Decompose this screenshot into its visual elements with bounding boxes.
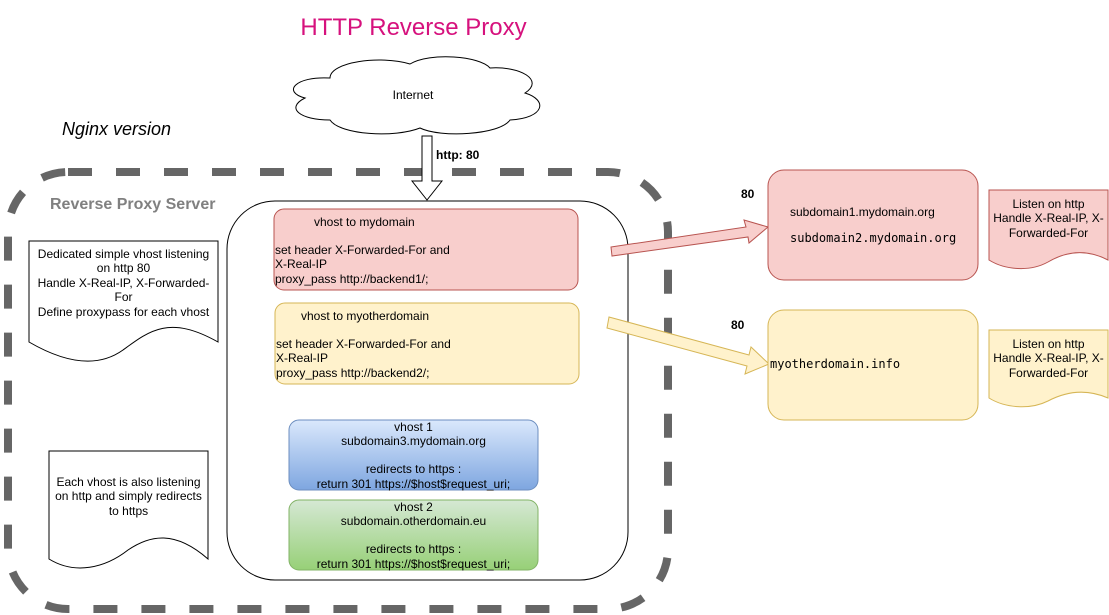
backend1-domain-1: subdomain1.mydomain.org <box>790 205 935 219</box>
server-label: Reverse Proxy Server <box>50 196 216 213</box>
vhost-mydomain-shape <box>273 208 579 291</box>
note-line: Forwarded-For <box>1008 365 1089 380</box>
vhost1-domain: subdomain3.mydomain.org <box>341 434 486 449</box>
http-arrow-down <box>410 135 444 201</box>
note-line: Handle X-Real-IP, X-Forwarded- <box>37 275 210 290</box>
config-line: X-Real-IP <box>275 257 328 272</box>
config-line: proxy_pass http://backend1/; <box>275 271 429 286</box>
vhost-myotherdomain-title: vhost to myotherdomain <box>301 309 430 323</box>
vhost-mydomain-body: set header X-Forwarded-For and X-Real-IP… <box>275 243 450 286</box>
arrow-to-backend2 <box>606 316 770 375</box>
vhost2-shape <box>288 499 539 571</box>
note-line: Define proxypass for each vhost <box>37 304 210 319</box>
vhost2-redirect-label: redirects to https : <box>365 542 462 557</box>
vhost2-text: vhost 2 subdomain.otherdomain.eu redirec… <box>289 500 538 571</box>
redirect-note: Each vhost is also listening on http and… <box>50 475 207 518</box>
vhost-note-shape <box>28 240 219 362</box>
backend1-shape <box>767 169 979 281</box>
arrow-to-backend1 <box>610 219 770 257</box>
vhost1-shape <box>288 419 539 491</box>
spacer <box>289 528 538 542</box>
vhost-note: Dedicated simple vhost listening on http… <box>30 247 217 319</box>
note-line: Listen on http <box>1012 197 1085 211</box>
note-line: on http 80 <box>96 261 151 276</box>
spacer <box>289 448 538 462</box>
internet-cloud <box>292 56 541 135</box>
vhost1-redirect-label: redirects to https : <box>365 462 462 477</box>
backend1-port-label: 80 <box>741 187 755 201</box>
diagram-title: HTTP Reverse Proxy <box>300 14 527 41</box>
backend1-domain-2: subdomain2.mydomain.org <box>790 231 957 245</box>
backend2-domain: myotherdomain.info <box>770 357 901 371</box>
note-line: Dedicated simple vhost listening <box>37 247 210 261</box>
backend1-note-shape <box>988 189 1109 270</box>
backend2-note-shape <box>988 329 1109 408</box>
config-line: proxy_pass http://backend2/; <box>276 365 430 380</box>
config-line: set header X-Forwarded-For and <box>276 337 451 351</box>
backend2-port-label: 80 <box>731 318 745 332</box>
note-line: For <box>114 290 133 305</box>
redirect-note-shape <box>48 450 209 569</box>
vhost2-domain: subdomain.otherdomain.eu <box>340 514 487 529</box>
vhost-myotherdomain-shape <box>274 302 580 385</box>
note-line: to https <box>108 503 149 518</box>
note-line: Listen on http <box>1012 337 1085 351</box>
backend1-note: Listen on http Handle X-Real-IP, X- Forw… <box>989 197 1108 240</box>
note-line: Handle X-Real-IP, X- <box>993 211 1104 226</box>
note-line: Each vhost is also listening <box>56 475 201 489</box>
vhost1-name: vhost 1 <box>394 420 433 434</box>
vhost-mydomain-title: vhost to mydomain <box>314 215 415 229</box>
config-line: X-Real-IP <box>276 351 329 366</box>
backend2-shape <box>767 309 979 421</box>
http-port-label: http: 80 <box>436 148 480 162</box>
note-line: Forwarded-For <box>1008 225 1089 240</box>
vhost1-text: vhost 1 subdomain3.mydomain.org redirect… <box>289 420 538 491</box>
vhost-myotherdomain-body: set header X-Forwarded-For and X-Real-IP… <box>276 337 451 380</box>
note-line: on http and simply redirects <box>55 489 202 504</box>
nginx-box <box>226 200 629 581</box>
backend2-note: Listen on http Handle X-Real-IP, X- Forw… <box>989 337 1108 380</box>
note-line: Handle X-Real-IP, X- <box>993 351 1104 366</box>
config-line: set header X-Forwarded-For and <box>275 243 450 257</box>
vhost2-redirect-rule: return 301 https://$host$request_uri; <box>316 556 511 571</box>
reverse-proxy-server-container <box>4 168 672 613</box>
internet-label: Internet <box>392 88 434 102</box>
diagram-subtitle: Nginx version <box>62 119 172 139</box>
vhost2-name: vhost 2 <box>394 500 433 514</box>
vhost1-redirect-rule: return 301 https://$host$request_uri; <box>316 476 511 491</box>
